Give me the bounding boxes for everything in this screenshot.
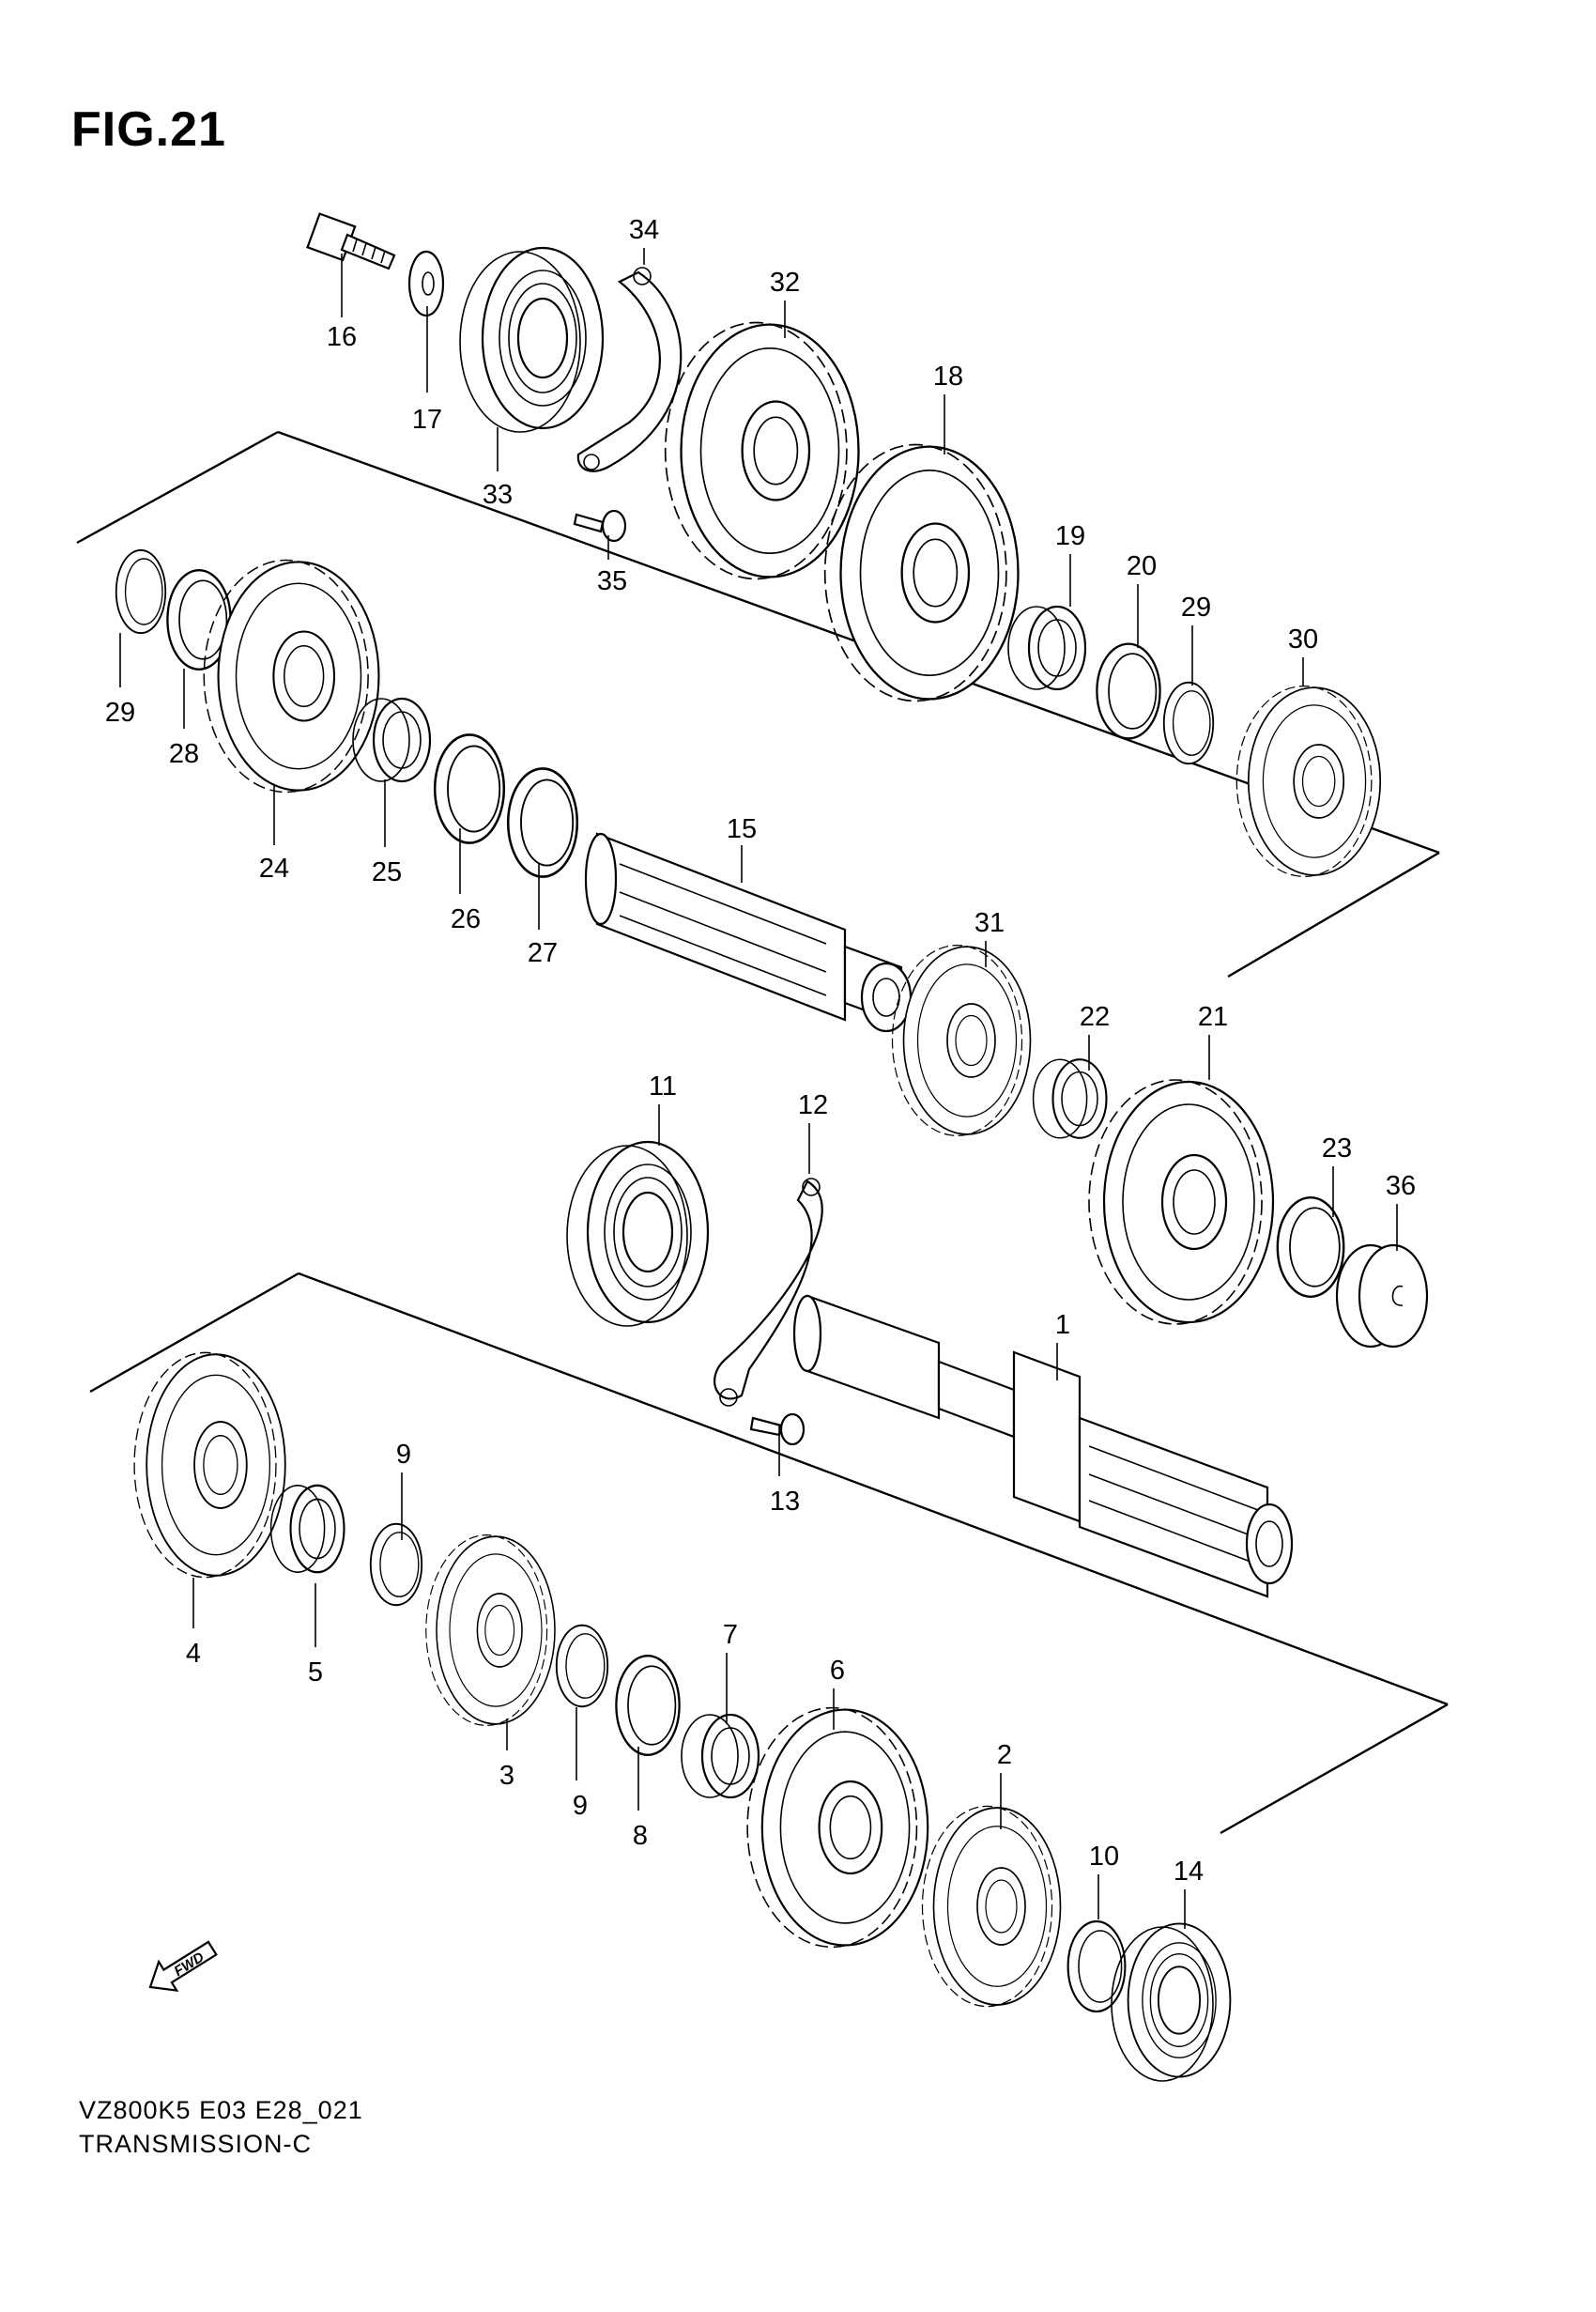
part-29-circlip-left	[115, 548, 167, 635]
callout-numbers: 16 17 33 34 35 32 18 19 20 29 30 29 28 2…	[105, 215, 1416, 1887]
callout-17: 17	[412, 405, 442, 435]
callout-29-left: 29	[105, 698, 135, 728]
callout-32: 32	[770, 268, 800, 298]
callout-14: 14	[1174, 1857, 1204, 1887]
lower-assembly-frame	[89, 1272, 1449, 1835]
part-27-washer	[506, 767, 579, 878]
callout-2: 2	[997, 1740, 1012, 1770]
callout-33: 33	[483, 480, 513, 510]
part-9-circlip-upper	[369, 1522, 423, 1607]
part-36-cap	[1335, 1243, 1429, 1349]
part-33-bearing	[459, 246, 605, 433]
callout-27: 27	[528, 938, 558, 968]
part-34-retainer-plate	[576, 267, 683, 472]
callout-34: 34	[629, 215, 659, 245]
callout-36: 36	[1386, 1171, 1416, 1201]
callout-11: 11	[649, 1071, 677, 1102]
part-35-screw	[573, 509, 627, 543]
callout-23: 23	[1322, 1133, 1352, 1164]
part-12-retainer-plate	[714, 1178, 823, 1407]
callout-30: 30	[1288, 624, 1318, 655]
part-2-gear	[921, 1805, 1062, 2008]
callout-31: 31	[974, 908, 1005, 938]
part-10-circlip	[1067, 1919, 1127, 2013]
callout-20: 20	[1127, 551, 1157, 581]
callout-10: 10	[1089, 1842, 1119, 1872]
part-20-washer	[1096, 642, 1161, 740]
part-19-bushing	[1006, 605, 1087, 691]
part-21-gear	[1087, 1078, 1275, 1326]
model-code: VZ800K5 E03 E28_021	[79, 2096, 363, 2124]
callout-18: 18	[933, 362, 963, 392]
callout-22: 22	[1080, 1002, 1110, 1032]
part-9-circlip-lower	[555, 1624, 609, 1708]
part-15-countershaft	[584, 832, 913, 1033]
part-1-main-shaft	[792, 1294, 1294, 1598]
part-6-gear	[746, 1706, 929, 1949]
callout-28: 28	[169, 739, 199, 769]
callout-8: 8	[633, 1821, 648, 1851]
callout-3: 3	[499, 1761, 514, 1791]
callout-15: 15	[727, 814, 757, 844]
part-16-bolt	[306, 212, 396, 270]
callout-6: 6	[830, 1656, 845, 1686]
part-26-washer	[433, 733, 506, 844]
part-4-gear	[133, 1351, 286, 1579]
callout-9-lower: 9	[573, 1791, 588, 1821]
callout-16: 16	[327, 322, 357, 352]
section-name: TRANSMISSION-C	[79, 2130, 313, 2158]
callout-7: 7	[723, 1620, 738, 1650]
callout-21: 21	[1198, 1002, 1228, 1032]
callout-26: 26	[451, 904, 481, 934]
callout-19: 19	[1055, 521, 1085, 551]
part-14-bearing	[1111, 1922, 1232, 2082]
part-17-washer	[407, 250, 445, 317]
callout-24: 24	[259, 854, 289, 884]
part-7-bushing	[680, 1713, 760, 1799]
callout-29-right: 29	[1181, 593, 1211, 623]
part-29-circlip-right	[1162, 681, 1215, 765]
part-30-gear	[1235, 685, 1382, 878]
leader-lines	[119, 248, 1398, 1929]
part-24-gear	[203, 559, 380, 794]
callout-5: 5	[308, 1657, 323, 1688]
callout-25: 25	[372, 857, 402, 887]
part-31-gear	[891, 944, 1032, 1137]
part-22-bushing	[1032, 1058, 1108, 1139]
part-13-screw	[749, 1412, 806, 1446]
callout-1: 1	[1055, 1310, 1070, 1340]
callout-35: 35	[597, 566, 627, 596]
fwd-arrow-icon: FWD	[148, 1940, 218, 1992]
figure-title: FIG.21	[71, 102, 226, 157]
callout-12: 12	[798, 1090, 828, 1120]
part-11-bearing	[566, 1140, 710, 1327]
callout-13: 13	[770, 1487, 800, 1517]
callout-4: 4	[186, 1639, 201, 1669]
part-32-gear	[664, 321, 860, 580]
part-8-washer	[615, 1654, 681, 1757]
part-3-gear	[424, 1534, 556, 1727]
callout-9-upper: 9	[396, 1440, 411, 1470]
